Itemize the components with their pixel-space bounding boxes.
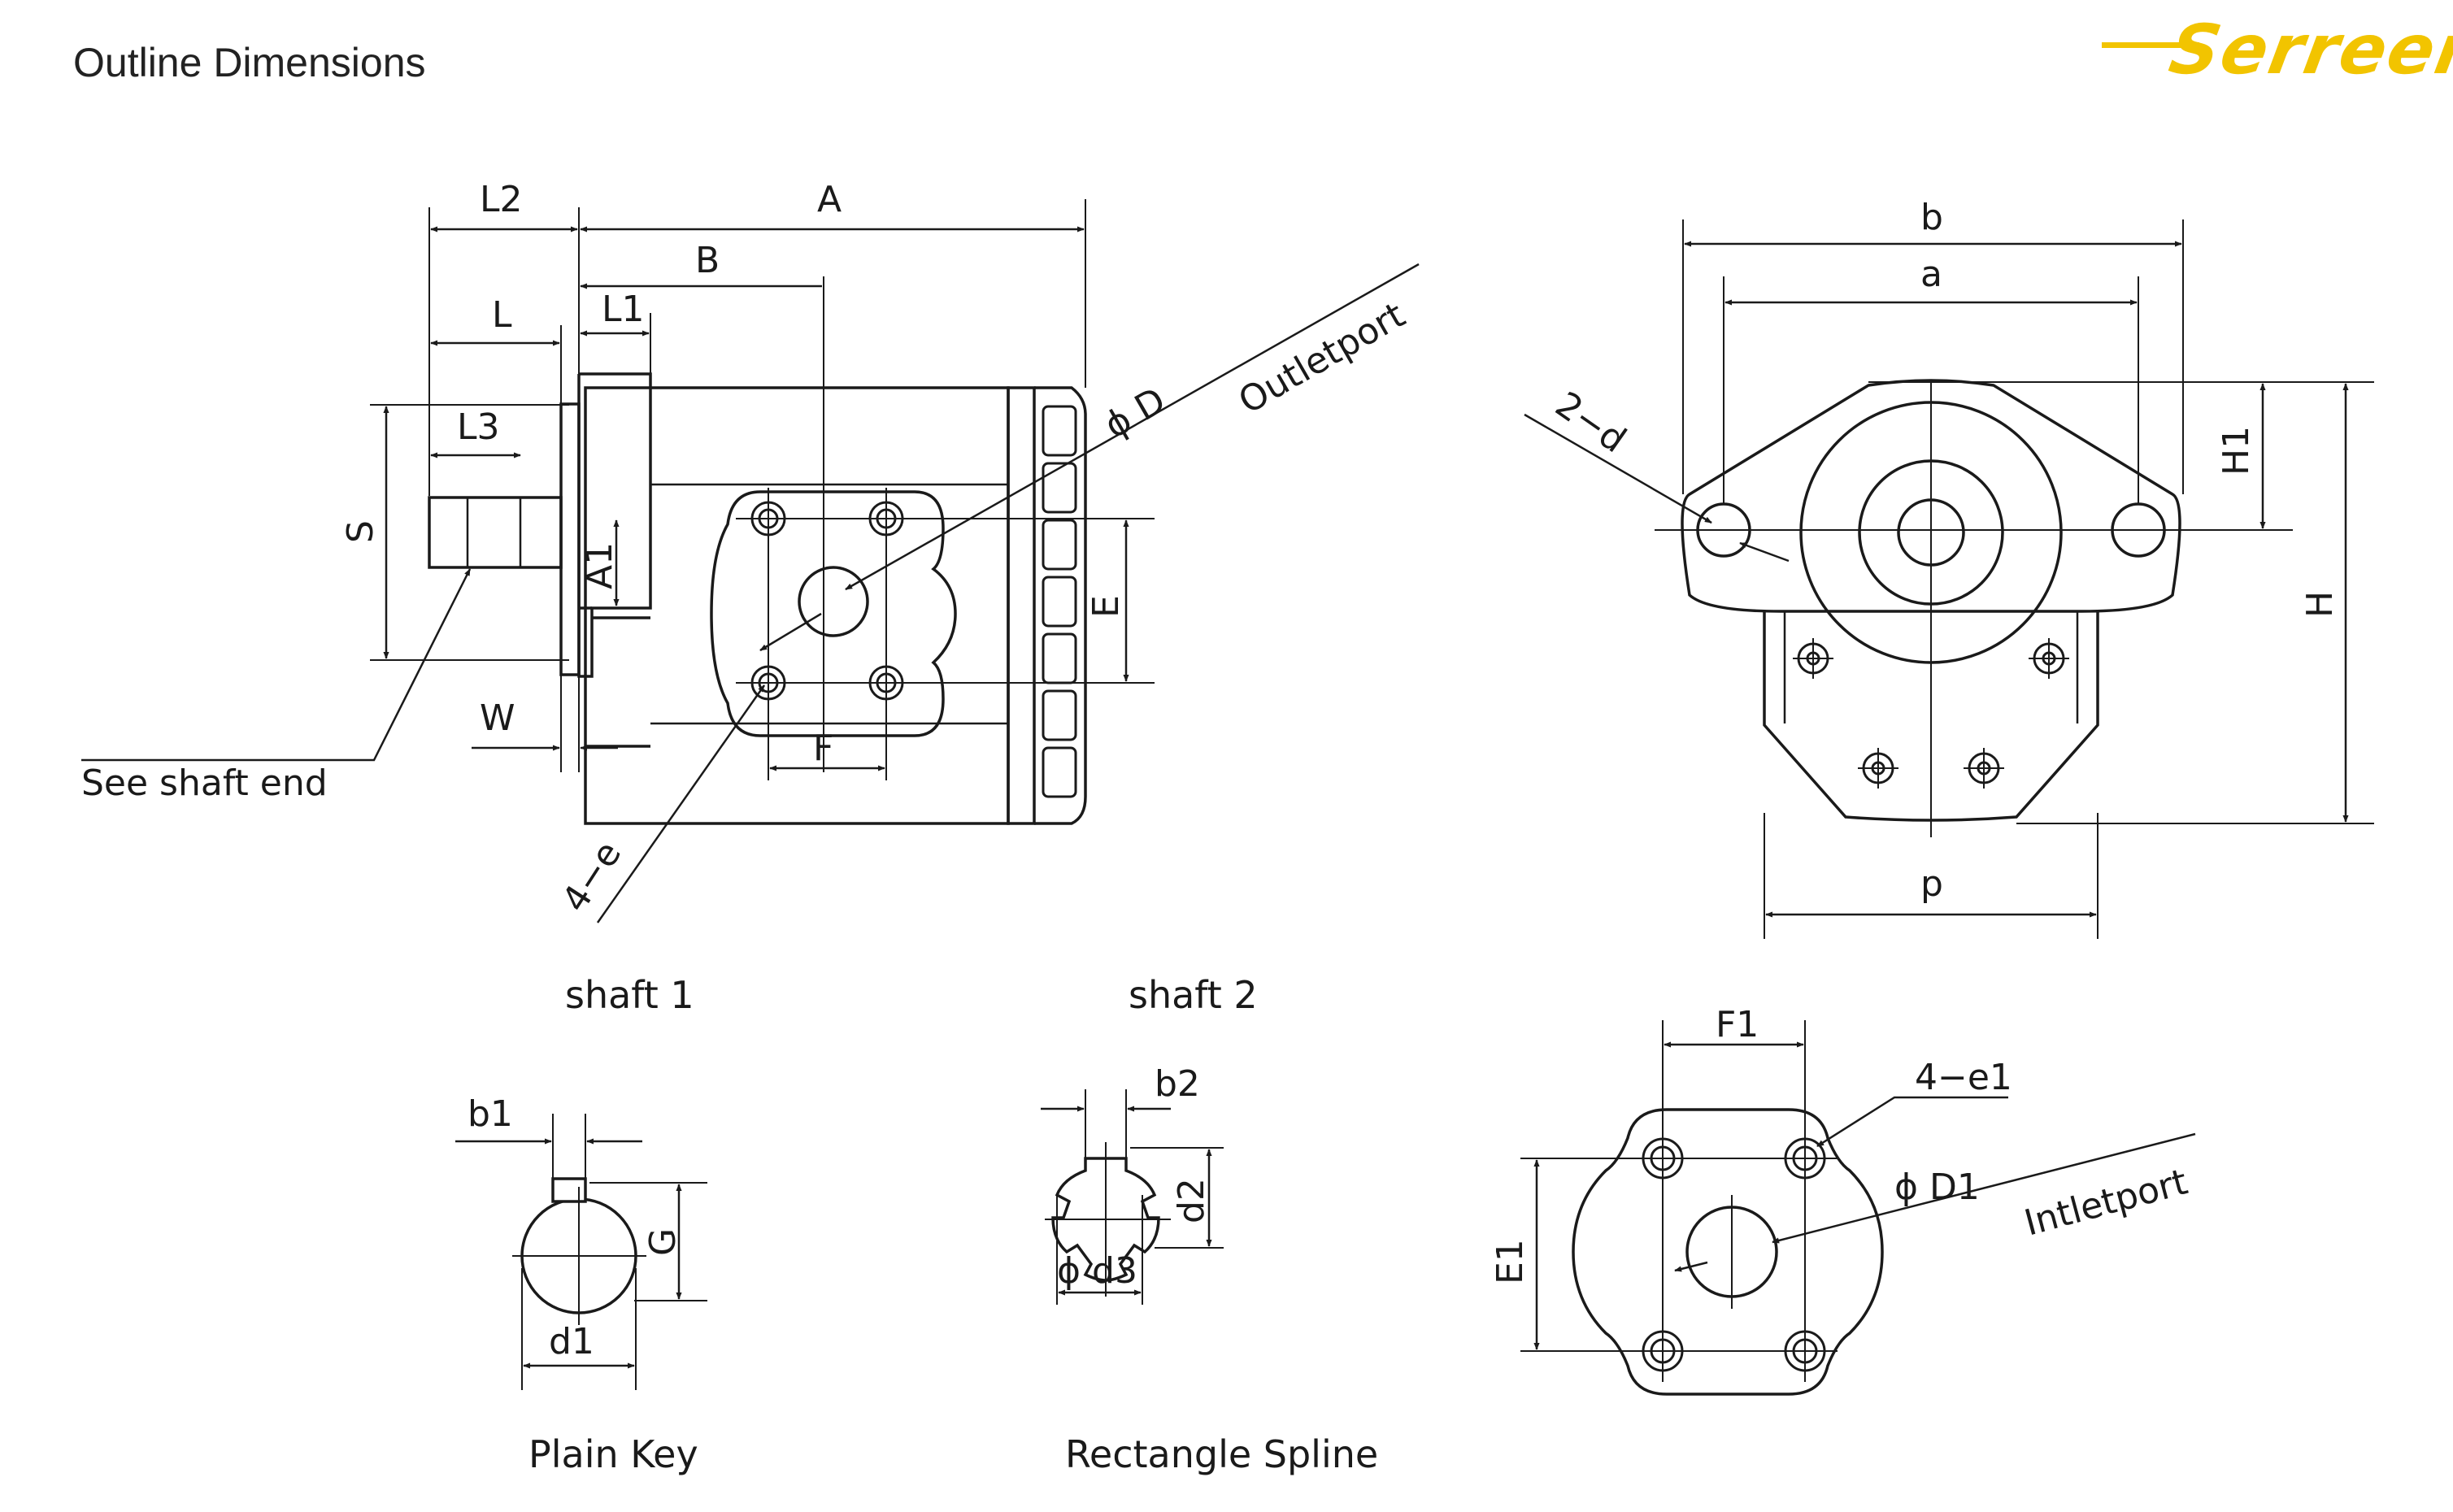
outlet-port (798, 566, 869, 637)
dim-b1: b1 (468, 1093, 513, 1135)
dim-H1: H1 (2216, 426, 2257, 476)
shaft2-labels: b2 d2 ϕ d3 (1057, 1063, 1212, 1292)
shaft2-drawing (1041, 1089, 1224, 1305)
shaft (428, 496, 563, 569)
dim-p: p (1920, 863, 1943, 905)
dim-F: F (813, 728, 833, 769)
outlet-port-label: Outletport (1232, 294, 1412, 422)
holes-4e-label: 4−e (554, 834, 629, 919)
logo-underline (2102, 42, 2199, 48)
dim-d1: d1 (549, 1321, 594, 1362)
mounting-flange (577, 372, 652, 678)
shaft1-title: shaft 1 (565, 973, 694, 1017)
dim-L2: L2 (480, 179, 523, 220)
dim-phi-D1: ϕ D1 (1894, 1167, 1980, 1208)
dim-d2: d2 (1171, 1178, 1212, 1223)
dim-L: L (492, 294, 512, 336)
front-view-labels: b a p H1 H 2−d (1548, 197, 2341, 905)
shaft-seal-plate (559, 402, 581, 676)
dim-L1: L1 (602, 289, 645, 330)
dim-a: a (1920, 254, 1942, 295)
dim-W: W (480, 697, 515, 739)
inlet-view-labels: F1 4−e1 ϕ D1 E1 Intletport (1490, 1004, 2192, 1284)
inlet-view (1520, 1020, 2196, 1396)
plain-key-caption: Plain Key (528, 1432, 698, 1476)
dim-b: b (1920, 197, 1943, 238)
dim-A: A (817, 179, 842, 220)
inlet-bolt-holes (1642, 1137, 1826, 1372)
side-view-labels: L2 A B L L1 L3 W F S A1 E ϕ D Outletport… (81, 179, 1412, 919)
front-view (1524, 219, 2374, 939)
dim-phi-d3: ϕ d3 (1057, 1250, 1137, 1292)
shaft1-key (551, 1177, 587, 1203)
shaft1-labels: b1 G d1 (468, 1093, 684, 1362)
inlet-port-flange (1572, 1108, 1884, 1396)
inlet-holes-4e1-label: 4−e1 (1915, 1057, 2012, 1098)
brand-logo: Serreen (2102, 10, 2453, 99)
dim-E: E (1085, 595, 1127, 618)
rear-cover-fins (1034, 386, 1087, 825)
side-view (81, 199, 1420, 923)
dim-B: B (695, 240, 720, 281)
shaft1-drawing (455, 1114, 707, 1390)
dim-G: G (642, 1228, 684, 1256)
shaft2-title: shaft 2 (1129, 973, 1258, 1017)
outlet-port-flange (710, 490, 957, 737)
port-bolt-holes (750, 501, 904, 701)
dim-S: S (340, 520, 381, 543)
dim-A1: A1 (579, 542, 620, 589)
rectangle-spline-caption: Rectangle Spline (1065, 1432, 1378, 1476)
see-shaft-end-label: See shaft end (81, 763, 328, 804)
rear-cover (1007, 386, 1036, 825)
dim-b2: b2 (1155, 1063, 1200, 1105)
dim-L3: L3 (457, 406, 500, 448)
dim-F1: F1 (1716, 1004, 1759, 1045)
inlet-port-label: Intletport (2020, 1161, 2192, 1244)
dim-phi-D: ϕ D (1098, 380, 1172, 447)
pump-body (584, 386, 1010, 825)
page-title: Outline Dimensions (73, 40, 426, 85)
mount-holes-2d-label: 2−d (1548, 384, 1633, 461)
dim-E1: E1 (1490, 1239, 1531, 1284)
dim-H: H (2299, 591, 2341, 618)
